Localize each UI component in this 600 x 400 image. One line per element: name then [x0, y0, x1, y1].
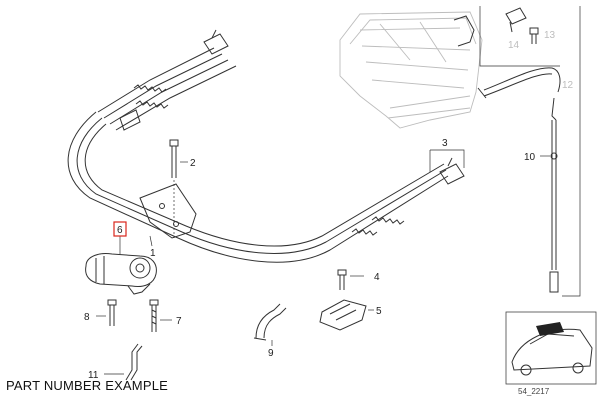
callout-1: 1	[150, 248, 156, 259]
clip-part-13	[529, 27, 539, 44]
callout-4: 4	[374, 272, 380, 283]
callout-5: 5	[376, 306, 382, 317]
callout-13: 13	[544, 30, 556, 41]
bolt-part-2	[169, 139, 188, 238]
center-mounting-bracket	[139, 183, 197, 239]
clip-part-14	[453, 7, 527, 47]
cable-frame-assembly	[67, 29, 465, 263]
diagram-code: 54_2217	[518, 387, 550, 396]
rod-part-11	[104, 343, 143, 381]
callout-12: 12	[562, 80, 574, 91]
callout-3: 3	[442, 138, 448, 149]
callout-14: 14	[508, 40, 520, 51]
callout-11: 11	[88, 370, 99, 381]
car-thumbnail-inset	[505, 311, 597, 385]
callout-2: 2	[190, 158, 196, 169]
screw-part-7	[149, 299, 172, 332]
drain-tube-assembly	[477, 6, 581, 297]
roof-panel-background	[339, 11, 483, 129]
leader-part-1	[149, 235, 153, 247]
callout-6-highlight-box	[113, 221, 127, 237]
bracket-part-5	[319, 299, 374, 331]
screw-part-8	[96, 299, 117, 326]
hose-part-9	[253, 303, 287, 346]
callout-6: 6	[117, 225, 123, 236]
callout-8: 8	[84, 312, 90, 323]
callout-10: 10	[524, 152, 536, 163]
callout-7: 7	[176, 316, 182, 327]
caption-text: PART NUMBER EXAMPLE	[6, 378, 169, 393]
drive-motor-part-6	[85, 236, 157, 295]
screw-part-4	[337, 269, 364, 290]
callout-9: 9	[268, 348, 274, 359]
leader-part-3	[429, 149, 465, 172]
